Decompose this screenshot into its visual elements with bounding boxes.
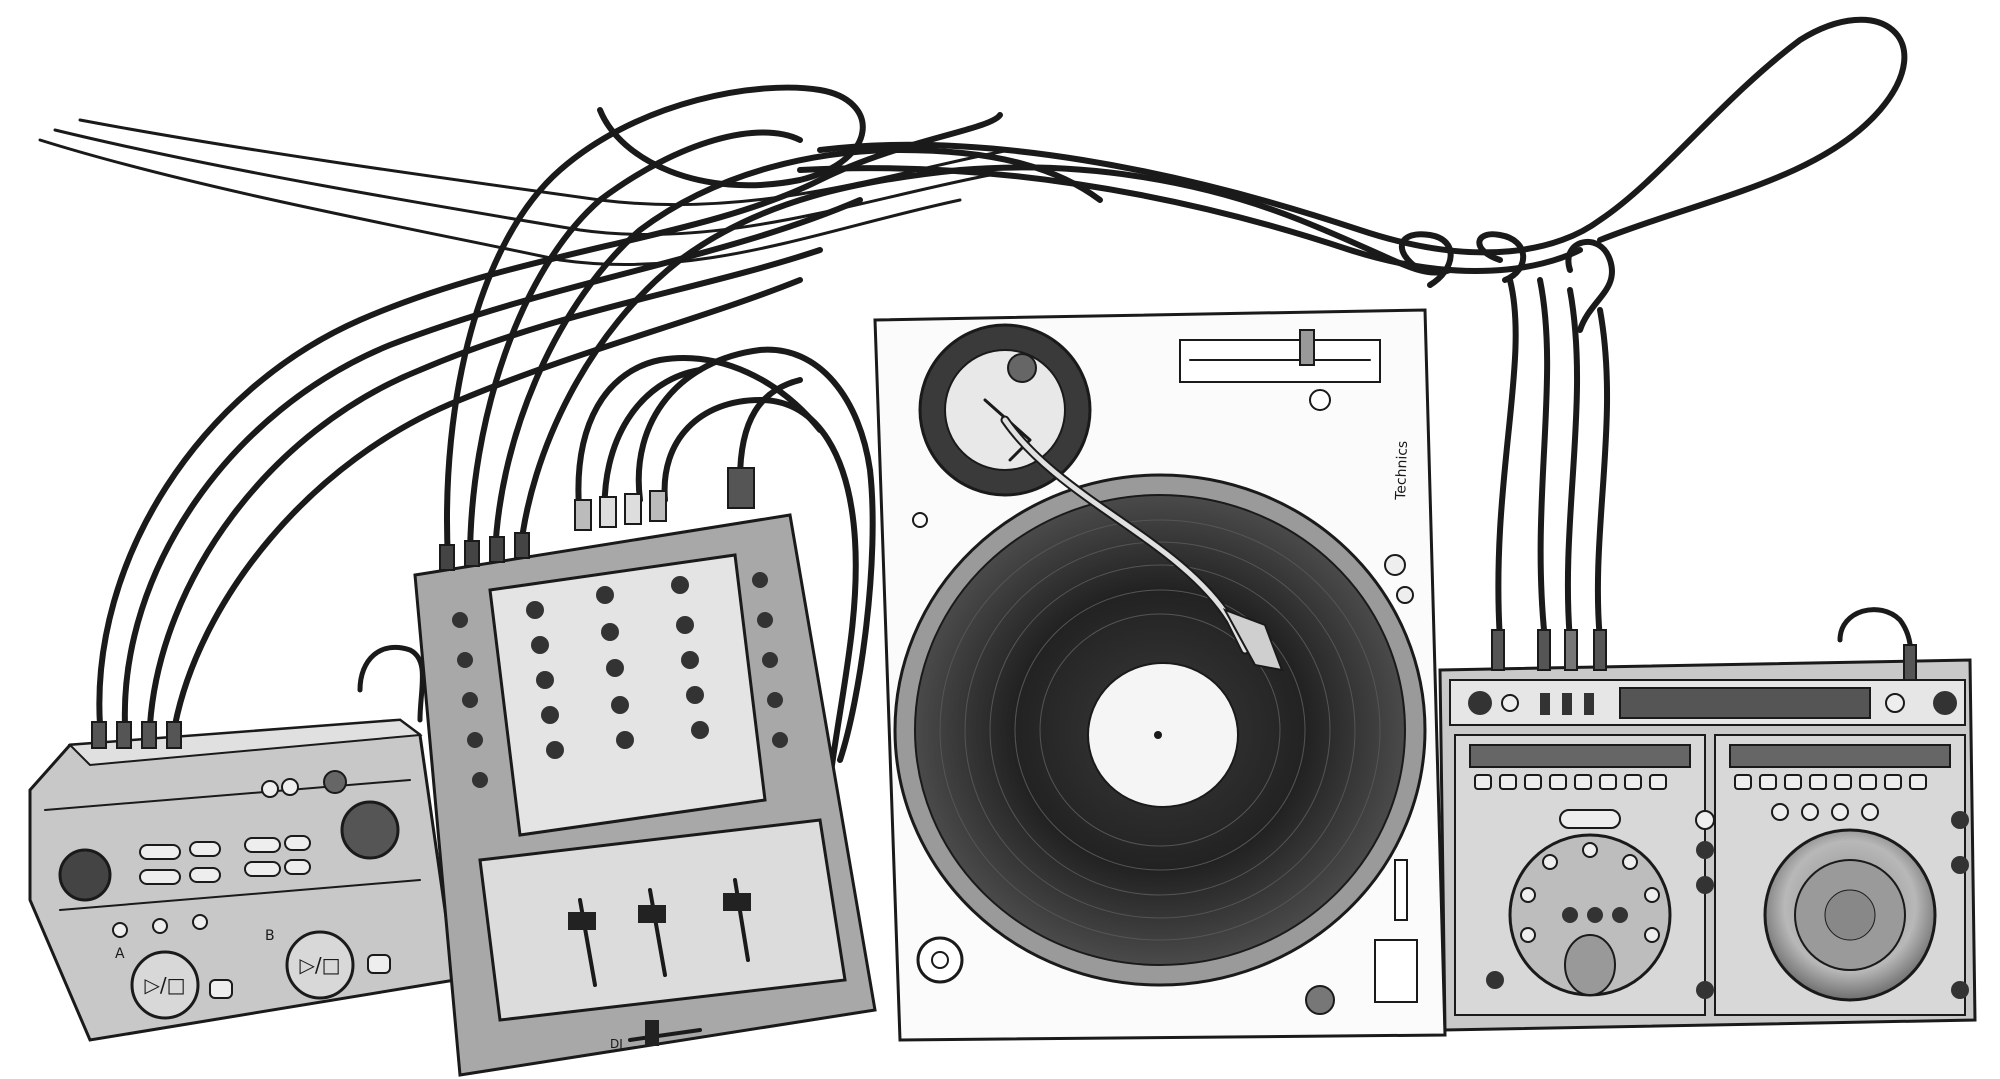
play-pause-label-right: ▷/□ — [299, 953, 340, 977]
rca-connector — [166, 721, 182, 749]
mixer-brand: DJ — [610, 1037, 623, 1051]
mixer: DJ — [413, 467, 877, 1077]
crossfader — [645, 1020, 659, 1046]
deck-display-left — [1469, 744, 1691, 768]
channel-faders — [568, 878, 751, 987]
display-strip — [1619, 687, 1871, 719]
pitch-knob-left — [58, 848, 112, 902]
pitch-knob-right — [340, 800, 400, 860]
cue-buttons — [139, 835, 311, 885]
cd-player-left: ▷/□ ▷/□ A B — [28, 718, 457, 1042]
play-pause-button-left — [130, 950, 200, 1020]
deck-display-right — [1729, 744, 1951, 768]
pitch-slider-handle — [1299, 329, 1315, 366]
cables — [38, 16, 1914, 783]
deck-label-b: B — [265, 928, 275, 944]
play-pause-button-right — [285, 930, 355, 1000]
crossfader-track — [628, 1028, 702, 1042]
rca-connector — [116, 721, 132, 749]
turntable: Technics — [873, 308, 1447, 1042]
deck-label-a: A — [115, 946, 125, 962]
record-label — [1087, 662, 1239, 808]
turntable-brand: Technics — [1393, 440, 1411, 501]
spindle — [1154, 731, 1162, 739]
rca-connector — [91, 721, 107, 749]
rca-connector — [141, 721, 157, 749]
deck-buttons — [1474, 774, 1927, 790]
cd-player-right — [1438, 629, 1977, 1032]
headshell — [1222, 608, 1284, 672]
eq-knobs — [526, 576, 709, 759]
play-pause-label-left: ▷/□ — [144, 973, 185, 997]
